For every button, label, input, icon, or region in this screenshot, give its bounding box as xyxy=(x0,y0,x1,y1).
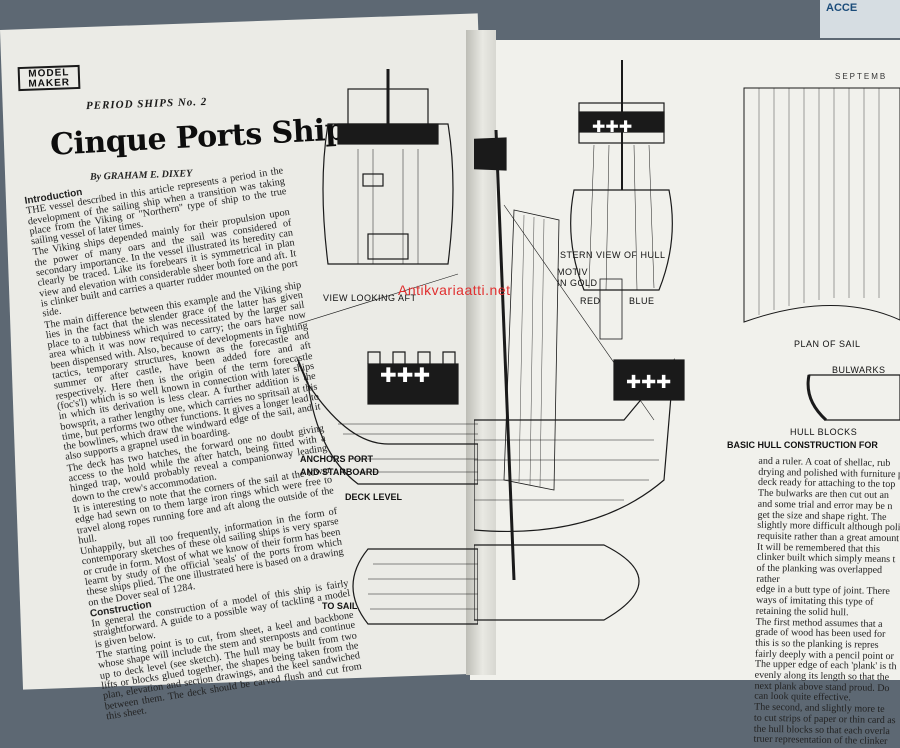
label-stern-view: STERN VIEW OF HULL xyxy=(560,250,666,260)
svg-text:✚✚✚: ✚✚✚ xyxy=(380,363,430,387)
svg-text:✚✚✚: ✚✚✚ xyxy=(626,372,671,393)
label-to-sail: TO SAIL xyxy=(322,601,358,611)
cover-edge-label: ACCE xyxy=(820,0,900,38)
ship-diagram-left: ✚✚✚ VIEW LOOKING AFT ANCHORS PORT AND ST… xyxy=(298,69,478,625)
label-basic-hull: BASIC HULL CONSTRUCTION FOR xyxy=(727,440,878,450)
text-line: truer representation of the clinker xyxy=(753,733,888,748)
label-deck-level: DECK LEVEL xyxy=(345,492,403,502)
right-text-column: and a ruler. A coat of shellac, rub dryi… xyxy=(753,456,900,748)
label-anchors-port: ANCHORS PORT xyxy=(300,454,374,464)
watermark: Antikvariaatti.net xyxy=(398,282,511,298)
label-motiv: MOTIV xyxy=(557,267,588,277)
month-header: SEPTEMB xyxy=(835,72,888,81)
ship-diagram-right: ✚✚✚ ✚✚✚ STERN VIEW OF HULL MOTIV IN GOLD… xyxy=(474,60,900,621)
label-and-starboard: AND STARBOARD xyxy=(300,467,379,477)
label-bulwarks: BULWARKS xyxy=(832,365,886,375)
magazine-logo: MODEL MAKER xyxy=(17,64,81,92)
book-spine xyxy=(466,30,496,675)
right-page xyxy=(470,40,900,680)
svg-text:✚✚✚: ✚✚✚ xyxy=(592,117,632,136)
label-plan-of-sail: PLAN OF SAIL xyxy=(794,339,861,349)
label-red: RED xyxy=(580,296,601,306)
label-blue: BLUE xyxy=(629,296,655,306)
label-in-gold: IN GOLD xyxy=(557,278,598,288)
label-hull-blocks: HULL BLOCKS xyxy=(790,427,857,437)
label-view-looking-aft: VIEW LOOKING AFT xyxy=(323,293,417,303)
